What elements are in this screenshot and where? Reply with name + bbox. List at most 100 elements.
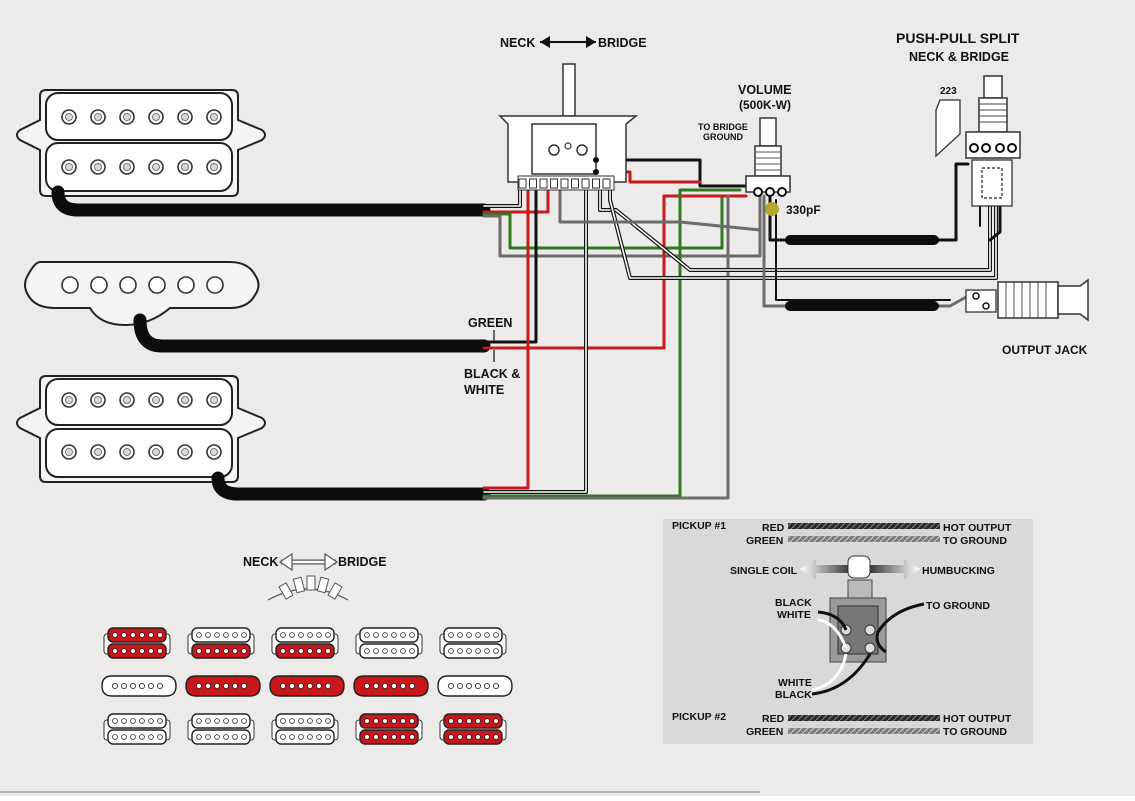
bridge-humbucker-pickup [16,375,266,483]
pole-piece [90,444,106,460]
inset-white-label-1: WHITE [777,609,811,621]
legend-neck-label: NECK [243,555,278,569]
inset-green-label-1: GREEN [746,535,783,547]
legend-pickup-3-3 [271,713,339,745]
inset-red-label-2: RED [762,713,785,725]
wire-harness [482,158,1002,500]
legend-pickup-2-1 [101,675,177,697]
switch-bridge-label: BRIDGE [598,36,647,50]
legend-pickup-1-2 [187,627,255,659]
pole-piece [177,109,193,125]
pole-piece [148,444,164,460]
capacitor [765,202,779,216]
switch-lug [581,178,590,189]
pole-piece [90,392,106,408]
pole-piece [206,109,222,125]
pole-piece [148,159,164,175]
legend-pickup-1-4 [355,627,423,659]
inset-green-label-2: GREEN [746,726,783,738]
neck-humbucker-pickup [16,89,266,197]
legend-pickup-1-5 [439,627,507,659]
push-pull-subtitle: NECK & BRIDGE [909,50,1009,64]
legend-pickup-2-5 [437,675,513,697]
legend-pickup-3-4 [355,713,423,745]
pole-piece [119,392,135,408]
output-jack [965,278,1089,322]
switch-lug [550,178,558,189]
inset-direction-arrow [800,555,920,579]
pole-piece [90,109,106,125]
middle-single-coil-pickup [24,261,260,327]
to-bridge-ground-line1: TO BRIDGE [698,122,748,132]
push-pull-pot [935,75,1021,207]
inset-white-label-2: WHITE [778,677,812,689]
legend-bridge-label: BRIDGE [338,555,387,569]
push-pull-title: PUSH-PULL SPLIT [896,30,1020,46]
legend-pickup-3-2 [187,713,255,745]
pole-piece [177,276,195,294]
switch-direction-arrow [540,36,596,48]
pole-pieces [61,109,224,460]
legend-pickup-1-3 [271,627,339,659]
pole-piece [61,109,77,125]
pole-piece [177,159,193,175]
pole-piece [148,109,164,125]
inset-hot-output-2: HOT OUTPUT [943,713,1012,725]
inset-single-coil-label: SINGLE COIL [730,565,798,577]
switch-lug [518,178,527,189]
switch-lug [602,178,611,189]
pole-piece [206,159,222,175]
capacitor-label: 330pF [786,203,821,217]
pole-piece [90,159,106,175]
inset-pickup1-label: PICKUP #1 [672,520,726,532]
legend-switch-blades [267,575,349,601]
pole-piece [206,444,222,460]
switch-lug [571,178,579,189]
legend-arrow [278,552,339,572]
pole-piece [119,159,135,175]
inset-to-ground-2: TO GROUND [943,726,1007,738]
pole-piece [61,444,77,460]
switch-position-legend: NECK BRIDGE [101,552,513,745]
pole-piece [61,392,77,408]
legend-pickup-1-1 [103,627,171,659]
pole-piece [177,444,193,460]
five-way-switch [498,63,639,191]
output-jack-label: OUTPUT JACK [1002,343,1088,357]
legend-pickup-3-1 [103,713,171,745]
pot-code-label: 223 [940,86,957,97]
legend-pickup-2-4 [353,675,429,697]
pole-piece [119,276,137,294]
legend-pickup-2-2 [185,675,261,697]
black-white-label-2: WHITE [464,383,504,397]
inset-switch-body [811,579,925,696]
inset-to-ground-switch: TO GROUND [926,600,990,612]
switch-lug [529,178,537,189]
pole-piece [148,392,164,408]
pole-piece [206,392,222,408]
pole-piece [61,159,77,175]
switch-lug [592,178,600,189]
legend-pickup-2-3 [269,675,345,697]
inset-black-label-2: BLACK [775,689,812,701]
inset-to-ground-1: TO GROUND [943,535,1007,547]
inset-humbucking-label: HUMBUCKING [922,565,995,577]
volume-title: VOLUME [738,83,791,97]
pickup-cables [51,185,491,501]
inset-red-label-1: RED [762,522,785,534]
switch-neck-label: NECK [500,36,535,50]
volume-value: (500K-W) [739,98,791,112]
pole-piece [61,276,79,294]
pole-piece [206,276,224,294]
to-bridge-ground-line2: GROUND [703,132,743,142]
inset-hot-output-1: HOT OUTPUT [943,522,1012,534]
volume-pot [745,117,791,216]
inset-black-label-1: BLACK [775,597,812,609]
pole-piece [119,109,135,125]
push-pull-inset: PICKUP #1 RED HOT OUTPUT GREEN TO GROUND… [663,519,1033,744]
switch-lug [560,178,569,189]
switch-lug [539,178,548,189]
pole-piece [177,392,193,408]
green-label: GREEN [468,316,512,330]
